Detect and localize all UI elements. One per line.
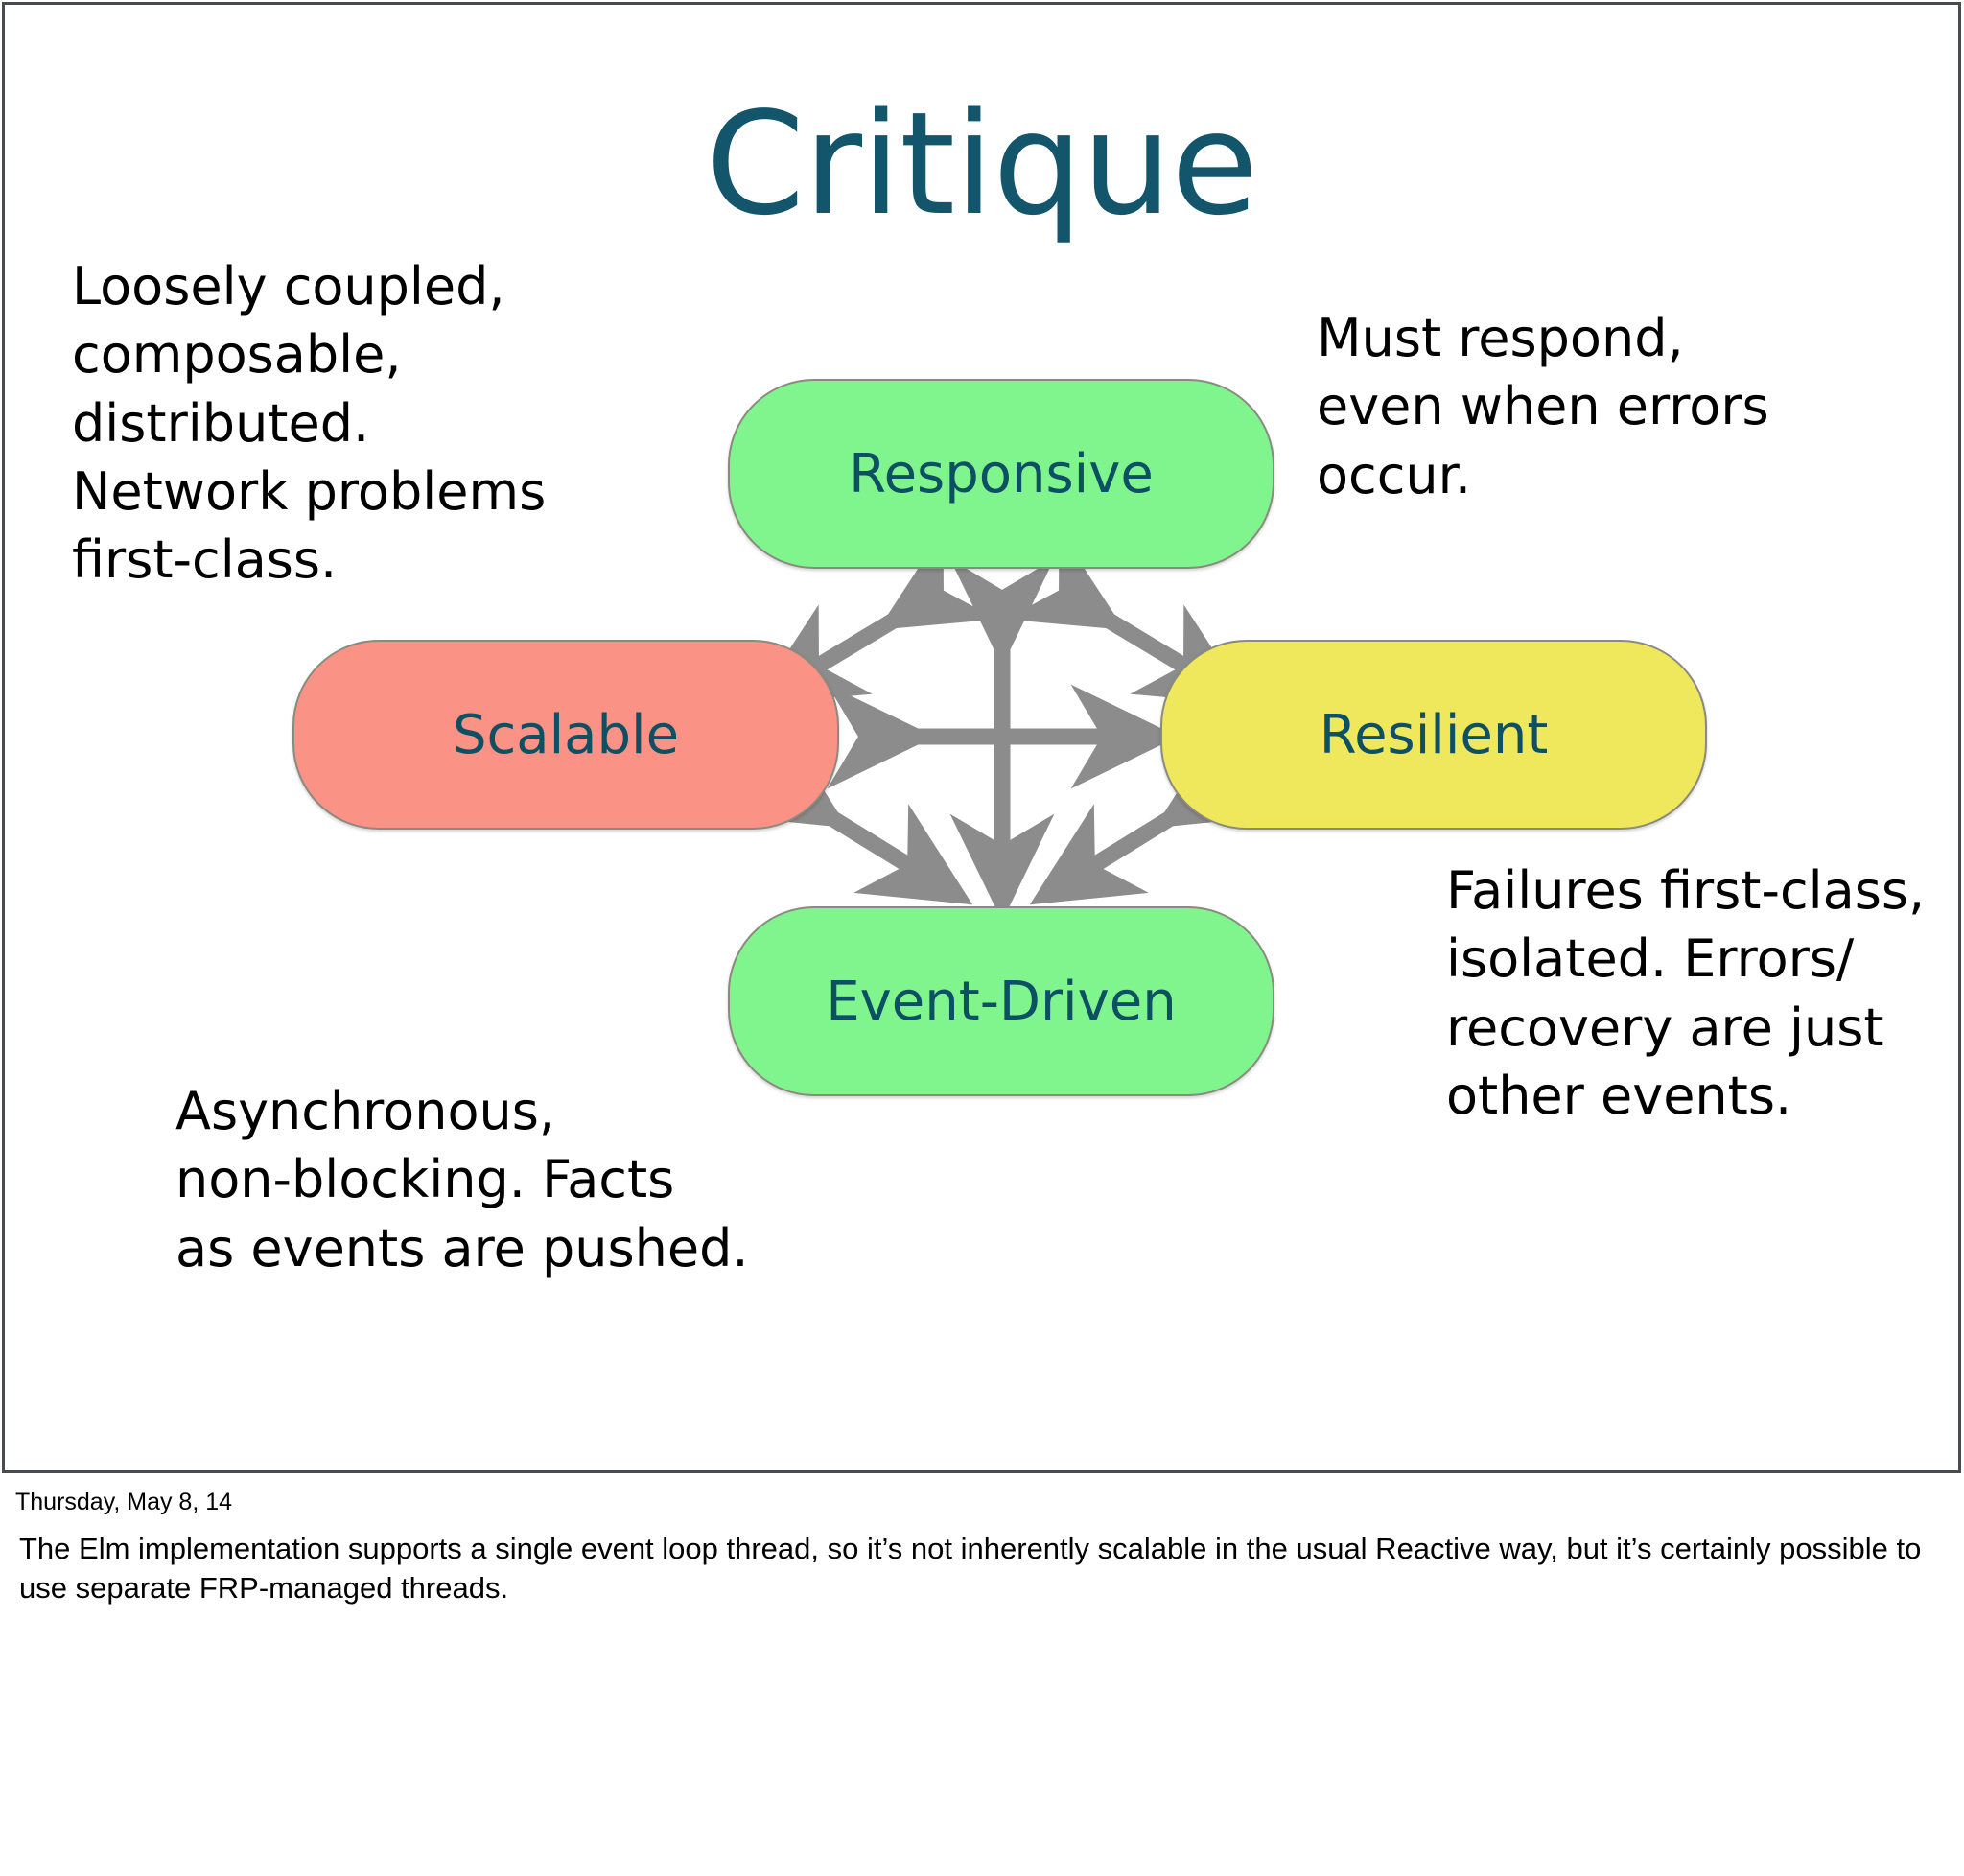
node-resilient-label: Resilient <box>1319 703 1549 766</box>
annotation-resilient: Failures first-class, isolated. Errors/ … <box>1446 860 1926 1126</box>
node-event-driven[interactable]: Event-Driven <box>728 906 1274 1096</box>
node-responsive-label: Responsive <box>849 442 1154 505</box>
node-scalable-label: Scalable <box>452 703 680 766</box>
annotation-event-driven: Asynchronous, non-blocking. Facts as eve… <box>175 1081 749 1278</box>
node-responsive[interactable]: Responsive <box>728 379 1274 569</box>
node-event-driven-label: Event-Driven <box>826 970 1177 1033</box>
node-resilient[interactable]: Resilient <box>1160 640 1707 830</box>
page-title: Critique <box>705 82 1258 246</box>
slide-frame: Critique Loosely coupled, composable, di… <box>2 2 1961 1473</box>
footer-date: Thursday, May 8, 14 <box>15 1489 233 1515</box>
annotation-responsive: Must respond, even when errors occur. <box>1317 308 1769 505</box>
reactive-traits-diagram: Responsive Scalable Resilient Event-Driv… <box>292 360 1712 1127</box>
speaker-note: The Elm implementation supports a single… <box>19 1532 1922 1606</box>
node-scalable[interactable]: Scalable <box>292 640 839 830</box>
annotation-scalable: Loosely coupled, composable, distributed… <box>72 256 547 591</box>
